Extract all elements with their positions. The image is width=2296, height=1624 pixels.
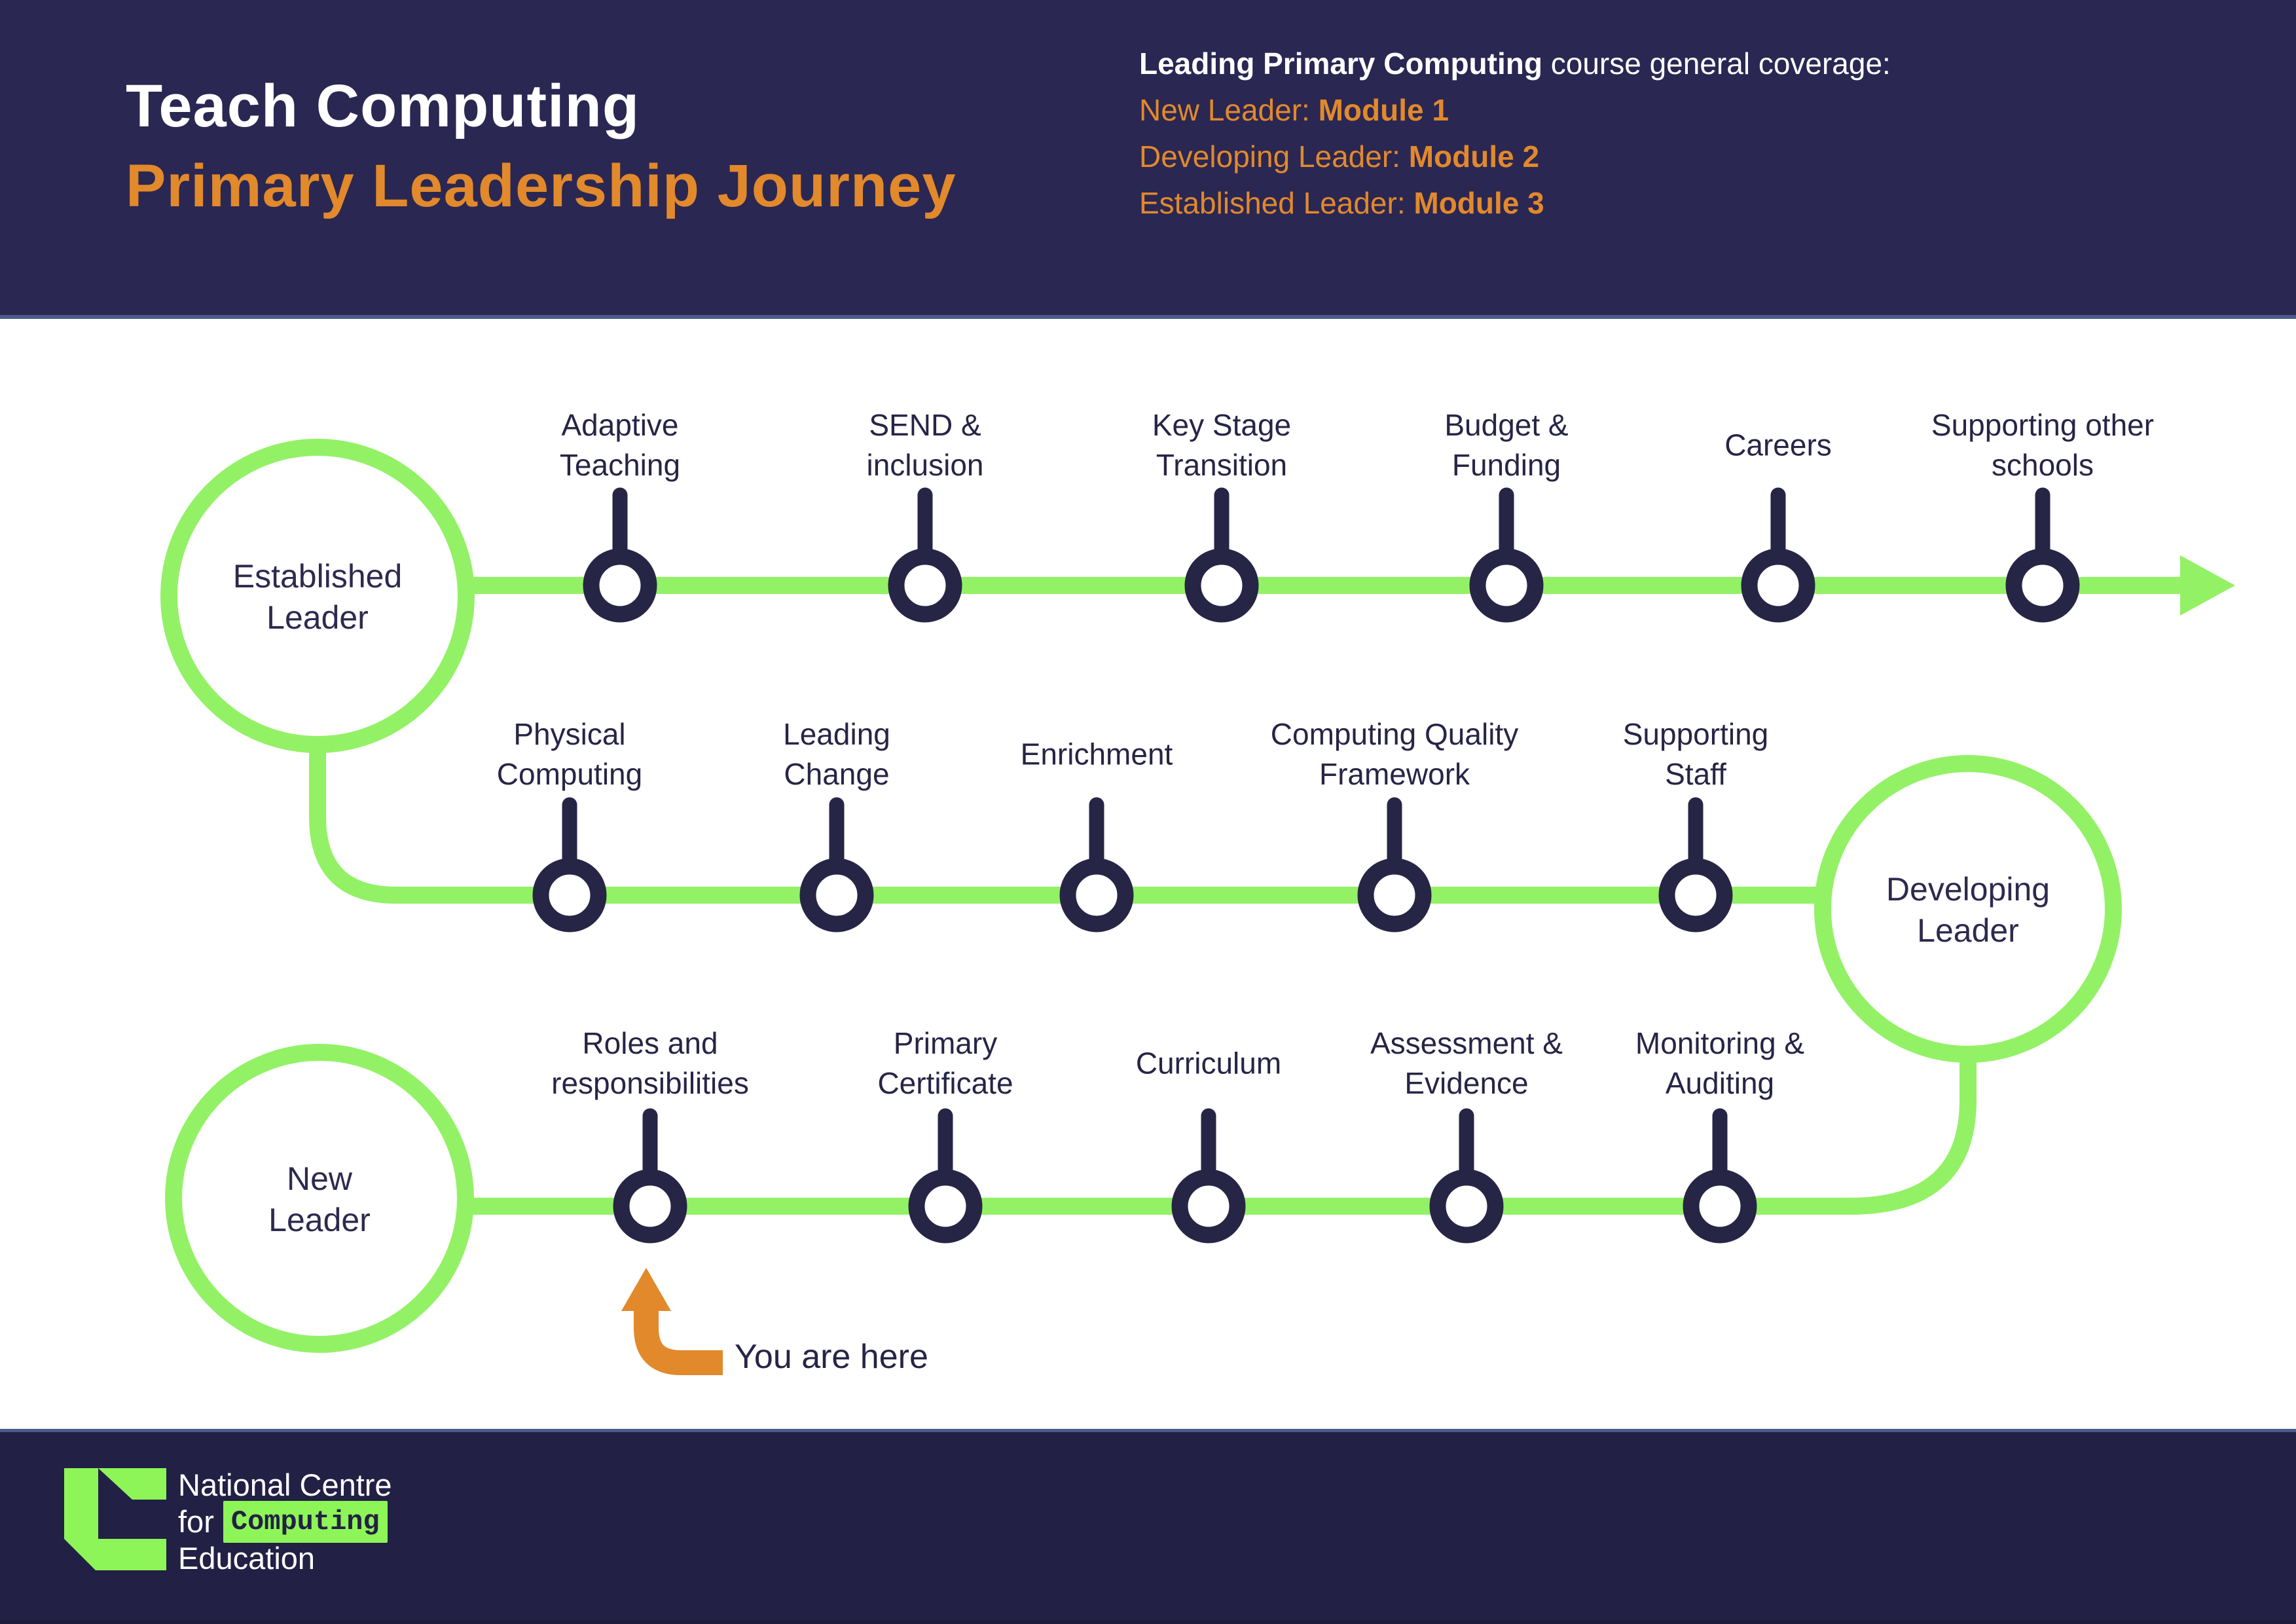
stop-marker-ring <box>1429 1169 1504 1244</box>
coverage-label: Developing Leader: <box>1139 139 1409 174</box>
stop-label: Adaptive Teaching <box>559 408 681 482</box>
logo-line-2: for Computing <box>178 1501 392 1543</box>
established-leader-label: Established Leader <box>232 558 403 636</box>
stop-marker-ring <box>1658 858 1733 932</box>
stop-label: Computing Quality Framework <box>1270 717 1519 791</box>
header-banner: Teach Computing Primary Leadership Journ… <box>0 0 2296 319</box>
stop-marker-ring <box>1469 548 1544 623</box>
stop-marker-ring <box>1059 858 1134 932</box>
stop-label: Budget & Funding <box>1444 408 1569 482</box>
stop-label: Careers <box>1724 428 1832 462</box>
developing-leader-label: Developing Leader <box>1886 871 2050 949</box>
stop-label: Assessment & Evidence <box>1370 1026 1563 1100</box>
developing-leader-circle <box>1814 755 2122 1063</box>
logo-for: for <box>178 1504 214 1539</box>
coverage-label: New Leader: <box>1139 93 1319 127</box>
coverage-module: Module 1 <box>1318 93 1449 127</box>
ncce-logo-text: National Centre for Computing Education <box>178 1467 392 1577</box>
stop-marker-ring <box>1741 548 1815 623</box>
route-arrowhead-icon <box>2180 555 2235 616</box>
route-line-top <box>458 577 2180 594</box>
new-leader-label: New Leader <box>268 1160 371 1238</box>
stop-label: Key Stage Transition <box>1152 408 1292 482</box>
coverage-label: Established Leader: <box>1139 186 1414 220</box>
logo-line-3: Education <box>178 1541 316 1576</box>
stop-marker-ring <box>1683 1169 1757 1244</box>
stop-label: Primary Certificate <box>877 1026 1013 1100</box>
stop-marker-ring <box>613 1169 687 1244</box>
coverage-lead-rest: course general coverage: <box>1542 46 1891 81</box>
established-leader-circle <box>160 439 475 753</box>
stop-marker-ring <box>1171 1169 1246 1244</box>
stop-label: Enrichment <box>1020 737 1173 771</box>
you-are-here-label: You are here <box>735 1338 928 1376</box>
coverage-note: Leading Primary Computing course general… <box>1139 41 1891 227</box>
coverage-lead: Leading Primary Computing course general… <box>1139 41 1891 87</box>
coverage-line-new-leader: New Leader: Module 1 <box>1139 87 1891 134</box>
logo-computing-highlight: Computing <box>223 1501 388 1543</box>
stop-label: SEND & inclusion <box>866 408 984 482</box>
page-subtitle: Primary Leadership Journey <box>126 153 957 219</box>
stop-label: Curriculum <box>1135 1046 1282 1080</box>
stop-marker-ring <box>583 548 657 623</box>
new-leader-circle <box>165 1044 474 1353</box>
stop-marker-ring <box>799 858 874 932</box>
coverage-module: Module 2 <box>1408 139 1540 174</box>
stop-label: Supporting other schools <box>1931 408 2155 482</box>
ncce-logo-icon <box>64 1468 166 1570</box>
coverage-line-developing-leader: Developing Leader: Module 2 <box>1139 134 1891 180</box>
stop-marker-ring <box>888 548 962 623</box>
stop-marker-ring <box>2005 548 2080 623</box>
stop-marker-ring <box>1357 858 1432 932</box>
stop-marker-ring <box>532 858 607 932</box>
you-are-here-arrowhead-icon <box>621 1268 671 1311</box>
page-title: Teach Computing <box>126 73 640 139</box>
you-are-here-arrow <box>634 1306 723 1375</box>
route-line-middle <box>309 727 1827 904</box>
stop-label: Supporting Staff <box>1622 717 1769 791</box>
coverage-line-established-leader: Established Leader: Module 3 <box>1139 180 1891 227</box>
stop-label: Physical Computing <box>496 717 643 791</box>
stop-marker-ring <box>1184 548 1259 623</box>
stop-label: Roles and responsibilities <box>551 1026 749 1100</box>
coverage-lead-bold: Leading Primary Computing <box>1139 46 1542 81</box>
logo-line-1: National Centre <box>178 1467 392 1502</box>
stop-label: Monitoring & Auditing <box>1635 1026 1805 1100</box>
footer-bottom-strip <box>0 1620 2296 1624</box>
stop-label: Leading Change <box>783 717 890 791</box>
coverage-module: Module 3 <box>1413 186 1544 220</box>
stop-marker-ring <box>908 1169 983 1244</box>
route-line-bottom <box>466 1048 1977 1215</box>
